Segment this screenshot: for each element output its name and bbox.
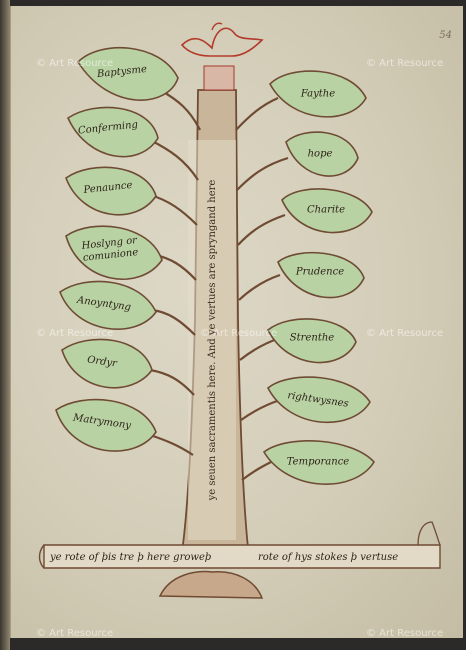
leaf-left-3 [65, 166, 157, 216]
root-band-right-text: rote of hys stokes þ vertuse [258, 552, 399, 563]
trunk-band [188, 140, 236, 540]
watermark-top-right: © Art Resource [366, 58, 444, 69]
leaf-right-4 [277, 251, 365, 299]
branch-left-1 [159, 89, 201, 131]
branch-right-6 [240, 398, 281, 421]
branch-right-3 [237, 213, 286, 246]
leaf-label-hope: hope [307, 148, 333, 160]
watermark-center: © Art Resource [200, 328, 278, 339]
root-mound [158, 570, 264, 599]
branch-left-7 [149, 433, 194, 456]
branch-right-5 [239, 336, 281, 361]
watermark-top-left: © Art Resource [36, 58, 114, 69]
leaf-left-2 [66, 106, 159, 158]
watermark-mid-right: © Art Resource [366, 328, 444, 339]
leaf-left-4 [65, 225, 163, 280]
root-band-flag [417, 521, 441, 546]
branch-right-1 [235, 96, 279, 131]
trunk-inscription: ye seuen sacramentis here. And ye vertue… [207, 179, 218, 501]
watermark-mid-left: © Art Resource [36, 328, 114, 339]
leaf-label-prudence: Prudence [295, 266, 345, 278]
book-gutter [0, 0, 10, 650]
crown-base [203, 65, 235, 91]
branch-right-4 [238, 273, 281, 301]
branch-left-6 [149, 368, 195, 396]
root-band-curl-left [38, 544, 45, 569]
leaf-left-5 [59, 280, 157, 330]
leaf-label-strenthe: Strenthe [289, 332, 335, 344]
dove-icon [180, 22, 264, 57]
leaf-left-1 [76, 46, 179, 101]
branch-right-7 [241, 459, 276, 481]
leaf-right-3 [281, 188, 373, 234]
branch-right-2 [236, 156, 289, 191]
leaf-label-charite: Charite [307, 204, 345, 216]
leaf-right-7 [262, 440, 376, 485]
leaf-right-1 [269, 70, 367, 118]
watermark-bottom-right: © Art Resource [366, 628, 444, 639]
leaf-right-6 [266, 376, 371, 424]
leaf-right-5 [266, 318, 357, 364]
folio-number: 54 [439, 30, 452, 41]
leaf-label-faythe: Faythe [300, 88, 336, 100]
leaf-left-6 [61, 338, 153, 389]
watermark-bottom-left: © Art Resource [36, 628, 114, 639]
leaf-left-7 [55, 398, 157, 452]
root-band-left-text: ye rote of þis tre þ here groweþ [50, 552, 212, 563]
leaf-right-2 [285, 131, 359, 177]
leaf-label-temporance: Temporance [286, 456, 350, 468]
root-band-scroll [43, 544, 441, 569]
